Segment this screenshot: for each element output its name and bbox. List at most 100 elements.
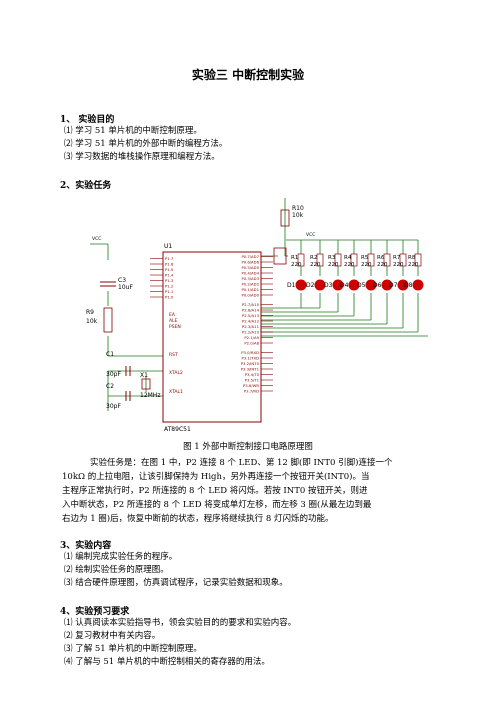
port-pin-label: P3.1/TXD xyxy=(242,356,260,361)
resistor-value: 220 xyxy=(291,262,302,268)
led-indicator xyxy=(295,279,307,291)
section-heading-4: 4、实验预习要求 xyxy=(60,607,130,617)
list-item: ⑵ 复习教材中有关内容。 xyxy=(64,631,161,641)
resistor-label: R4 xyxy=(344,255,352,261)
resistor-value: 220 xyxy=(408,262,419,268)
figure-caption: 图 1 外部中断控制接口电路原理图 xyxy=(183,442,313,452)
p1-pin-label: P1.3 xyxy=(165,278,174,283)
resistor-value: 220 xyxy=(310,262,321,268)
chip-name-label: AT89C51 xyxy=(164,426,191,433)
p1-pin-label: P1.7 xyxy=(165,256,174,261)
list-item: ⑶ 结合硬件原理图，仿真调试程序，记录实验数据和现象。 xyxy=(64,578,288,588)
c2-label: C2 xyxy=(106,383,114,390)
vcc-label-left: VCC xyxy=(92,236,101,242)
c1-label: C1 xyxy=(106,351,114,358)
chip-ref-label: U1 xyxy=(164,243,172,250)
resistor-value: 220 xyxy=(361,262,372,268)
p1-pin-label: P1.5 xyxy=(165,267,174,272)
led-indicator xyxy=(348,279,360,291)
c3-value: 10uF xyxy=(118,284,133,291)
resistor-label: R5 xyxy=(361,255,369,261)
task-paragraph-line: 入中断状态，P2 所连接的 8 个 LED 将变成单灯左移，而左移 3 圈(从最… xyxy=(62,500,372,510)
port-pin-label: P0.0/AD0 xyxy=(241,293,259,298)
led-indicator xyxy=(332,279,344,291)
port-pin-label: P3.7/RD xyxy=(244,389,259,394)
port-pin-label: P2.7/A15 xyxy=(242,302,260,307)
led-indicator xyxy=(397,279,409,291)
port-pin-label: P2.5/A13 xyxy=(242,313,260,318)
led-label: D3 xyxy=(324,282,333,289)
led-array: R1220D1R2220D2R3220D3R4220D4R5220D5R6220… xyxy=(287,240,424,291)
led-indicator xyxy=(381,279,393,291)
port-pin-label: P3.3/INT1 xyxy=(241,367,260,372)
port-pin-label: P2.0/A8 xyxy=(244,341,259,346)
port-pin-label: P3.6/WR xyxy=(243,383,259,388)
resistor-value: 220 xyxy=(393,262,404,268)
p1-pin-label: P1.4 xyxy=(165,273,174,278)
led-indicator xyxy=(412,279,424,291)
c3-label: C3 xyxy=(118,277,126,284)
list-item: ⑵ 学习 51 单片机的外部中断的编程方法。 xyxy=(64,139,228,149)
port-pin-label: P0.6/AD6 xyxy=(241,260,259,265)
section-heading-3: 3、实验内容 xyxy=(60,541,112,551)
ale-pin-label: ALE xyxy=(169,318,178,324)
list-item: ⑷ 了解与 51 单片机的中断控制相关的寄存器的用法。 xyxy=(64,657,270,667)
led-label: D8 xyxy=(404,282,413,289)
c1-value: 30pF xyxy=(106,371,121,378)
vcc-label-right: VCC xyxy=(306,232,315,238)
resistor-value: 220 xyxy=(344,262,355,268)
resistor-label: R8 xyxy=(408,255,416,261)
r9-value: 10k xyxy=(86,318,98,325)
resistor-label: R1 xyxy=(291,255,298,261)
r9-label: R9 xyxy=(86,309,94,316)
resistor-label: R7 xyxy=(393,255,401,261)
led-label: D2 xyxy=(306,282,315,289)
section-heading-2: 2、实验任务 xyxy=(60,181,112,191)
xtal1-pin-label: XTAL1 xyxy=(169,389,183,395)
c2-value: 30pF xyxy=(106,403,121,410)
r10-label: R10 xyxy=(292,205,304,212)
port-pin-label: P0.2/AD2 xyxy=(241,282,259,287)
led-label: D6 xyxy=(373,282,382,289)
led-indicator xyxy=(314,279,326,291)
ea-pin-label: EA xyxy=(169,312,176,318)
resistor-value: 220 xyxy=(377,262,388,268)
page-title: 实验三 中断控制实验 xyxy=(191,68,305,82)
list-item: ⑴ 认真阅读本实验指导书，领会实验目的的要求和实验内容。 xyxy=(64,618,297,628)
port-pin-label: P2.4/A12 xyxy=(242,319,260,324)
p1-pin-labels: P1.7P1.6P1.5P1.4P1.3P1.2P1.1P1.0 xyxy=(150,256,174,300)
task-paragraph-line: 实验任务是：在图 1 中，P2 连接 8 个 LED、第 12 脚(即 INT0… xyxy=(90,458,393,468)
port-pin-label: P0.7/AD7 xyxy=(241,254,259,259)
led-indicator xyxy=(365,279,377,291)
p1-pin-label: P1.2 xyxy=(165,284,174,289)
right-pin-labels: P0.7/AD7P0.6/AD6P0.5/AD5P0.4/AD4P0.3/AD3… xyxy=(241,254,273,394)
psen-pin-label: PSEN xyxy=(169,324,181,330)
p1-pin-label: P1.1 xyxy=(165,289,174,294)
list-item: ⑵ 绘制实验任务的原理图。 xyxy=(64,565,169,575)
port-pin-label: P2.6/A14 xyxy=(242,308,260,313)
led-label: D7 xyxy=(389,282,398,289)
led-label: D4 xyxy=(340,282,349,289)
resistor-value: 220 xyxy=(328,262,339,268)
led-label: D5 xyxy=(357,282,366,289)
port-pin-label: P0.5/AD5 xyxy=(241,265,259,270)
p1-pin-label: P1.0 xyxy=(165,295,174,300)
led-label: D1 xyxy=(287,282,296,289)
port-pin-label: P3.5/T1 xyxy=(245,378,260,383)
section-heading-1: 1、 实验目的 xyxy=(60,115,115,125)
xtal2-pin-label: XTAL2 xyxy=(169,370,183,376)
list-item: ⑶ 了解 51 单片机的中断控制原理。 xyxy=(64,644,202,654)
port-pin-label: P0.3/AD3 xyxy=(241,276,259,281)
port-pin-label: P2.2/A10 xyxy=(242,330,260,335)
p1-pin-label: P1.6 xyxy=(165,262,174,267)
port-pin-label: P3.0/RXD xyxy=(241,350,259,355)
circuit-schematic: U1 AT89C51 RST XTAL2 XTAL1 EA ALE PSEN P… xyxy=(86,198,428,433)
list-item: ⑴ 学习 51 单片机的中断控制原理。 xyxy=(64,126,202,136)
port-pin-label: P3.2/INT0 xyxy=(241,361,260,366)
rst-pin-label: RST xyxy=(169,352,178,358)
task-paragraph-line: 主程序正常执行时，P2 所连接的 8 个 LED 将闪烁。若按 INT0 按钮开… xyxy=(62,486,368,496)
port-pin-label: P0.4/AD4 xyxy=(241,271,259,276)
resistor-label: R3 xyxy=(328,255,336,261)
port-pin-label: P2.3/A11 xyxy=(242,324,260,329)
